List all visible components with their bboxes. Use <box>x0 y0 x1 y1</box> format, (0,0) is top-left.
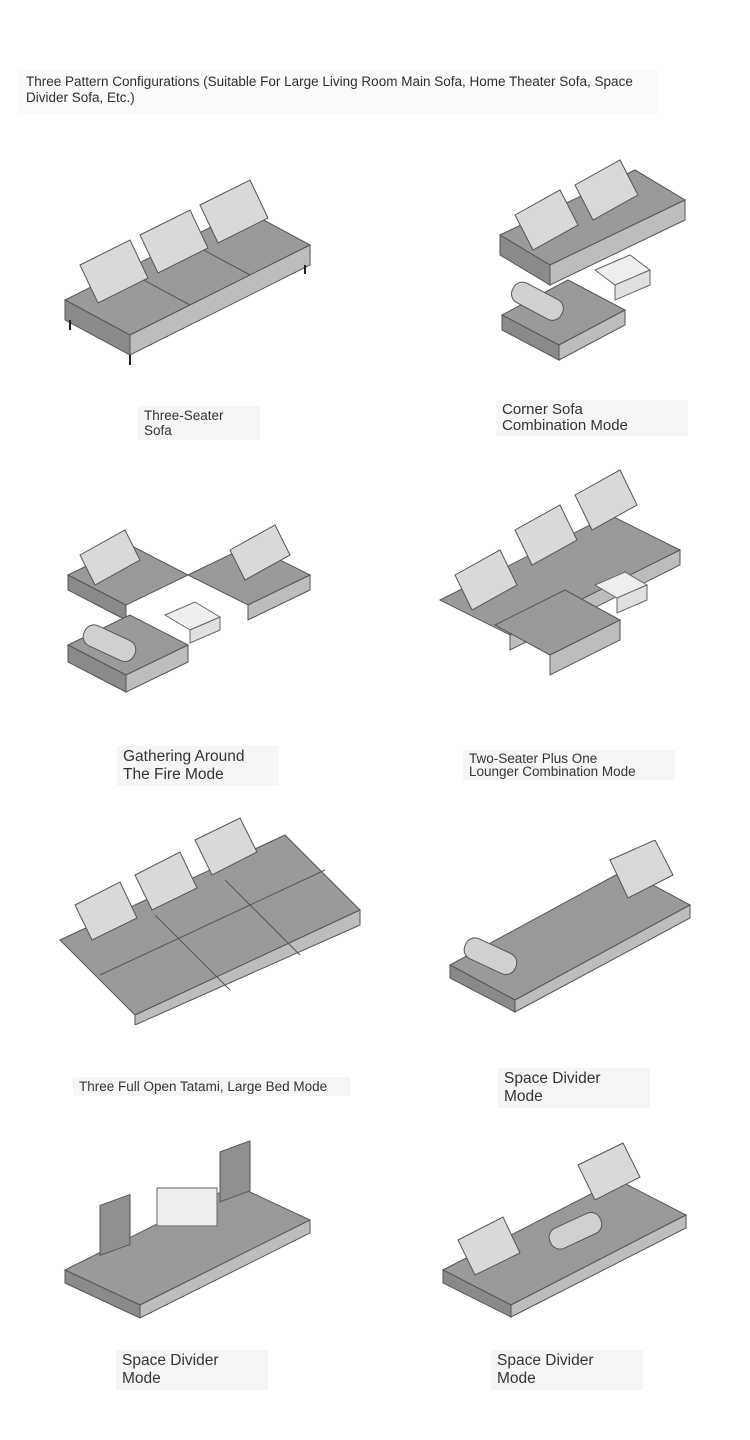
caption-space-divider-2: Space Divider Mode <box>116 1350 268 1390</box>
caption-corner-sofa: Corner Sofa Combination Mode <box>496 400 688 436</box>
page-header: Three Pattern Configurations (Suitable F… <box>18 70 658 114</box>
caption-three-seater: Three-Seater Sofa <box>138 406 260 440</box>
header-text: Three Pattern Configurations (Suitable F… <box>26 74 633 105</box>
tatami-bed-illustration <box>59 817 361 1025</box>
caption-two-seater: Two-Seater Plus One Lounger Combination … <box>463 750 675 780</box>
space-divider-illustration-2 <box>63 1140 312 1319</box>
caption-space-divider-3: Space Divider Mode <box>491 1350 643 1390</box>
three-seater-sofa-illustration <box>63 179 312 365</box>
caption-space-divider-1: Space Divider Mode <box>498 1068 650 1108</box>
space-divider-illustration-1 <box>448 840 692 1013</box>
corner-sofa-illustration <box>498 159 687 361</box>
caption-tatami: Three Full Open Tatami, Large Bed Mode <box>73 1077 350 1096</box>
gathering-mode-illustration <box>66 524 312 693</box>
two-seater-lounger-illustration <box>438 469 682 676</box>
space-divider-illustration-3 <box>441 1142 688 1318</box>
caption-gathering: Gathering Around The Fire Mode <box>117 746 279 786</box>
